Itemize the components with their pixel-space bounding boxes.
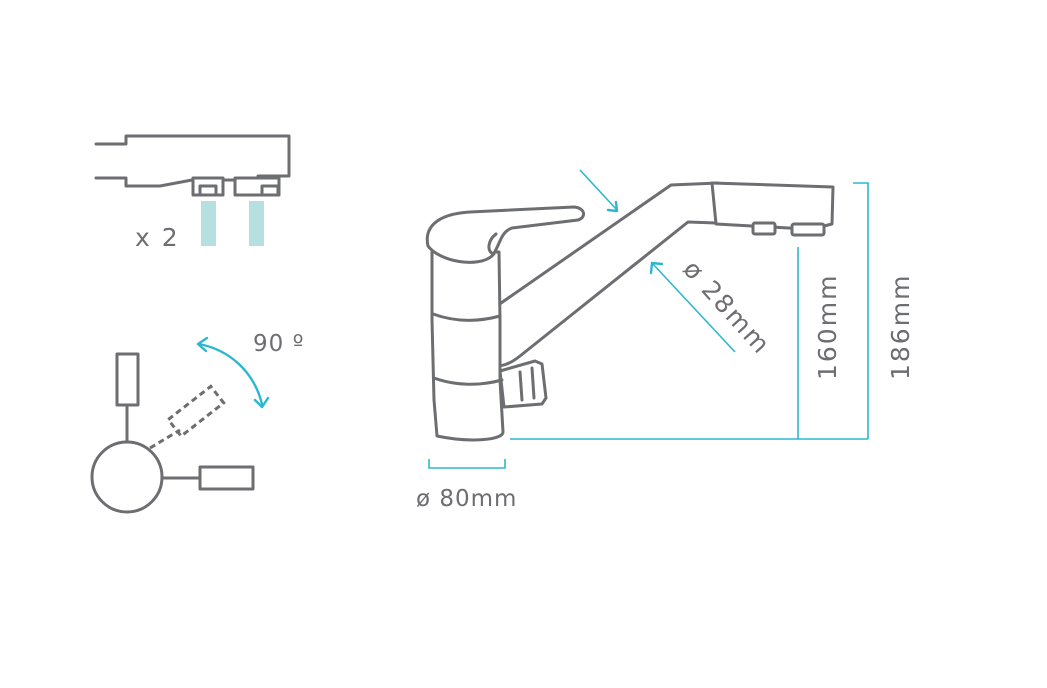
dual-outlet-detail: x 2 [94,134,291,252]
base-diameter-bracket [428,459,506,469]
outlet-right-inner [260,184,280,197]
water-stream-left [201,201,216,246]
side-knob-detail [518,366,536,402]
rotation-arc [197,342,264,406]
faucet-body [430,250,505,442]
valve-body-circle [90,440,164,514]
lever-rotation-detail: 90 º [90,331,304,514]
outlet-left-inner [198,184,218,197]
body-band-1 [431,312,502,322]
lever-horizontal [198,465,255,491]
faucet-side-view: ø 28mm ø 80mm 160mm 186mm [416,169,915,512]
outlet-height-label: 160mm [813,274,842,380]
outlets-count-label: x 2 [135,223,180,252]
top-direction-line [579,169,618,211]
spout-outlet-2 [790,222,826,237]
total-height-label: 186mm [886,274,915,380]
spout-diameter-arrowhead [649,261,664,275]
water-stream-right [249,201,264,246]
total-height-line [853,182,869,439]
top-direction-arrowhead [606,200,619,213]
rotation-label: 90 º [253,331,304,357]
lever-handle-inner [487,232,498,256]
spout-outlet-1 [751,221,777,236]
rotation-arrow-start [196,336,209,353]
lever-rotated-dashed [149,384,226,450]
lever-handle [425,205,585,264]
spout-diameter-line [651,262,736,353]
body-band-2 [432,376,504,386]
rotation-arrow-end [253,396,270,409]
base-diameter-label: ø 80mm [416,486,517,512]
lever-vertical [115,352,140,407]
